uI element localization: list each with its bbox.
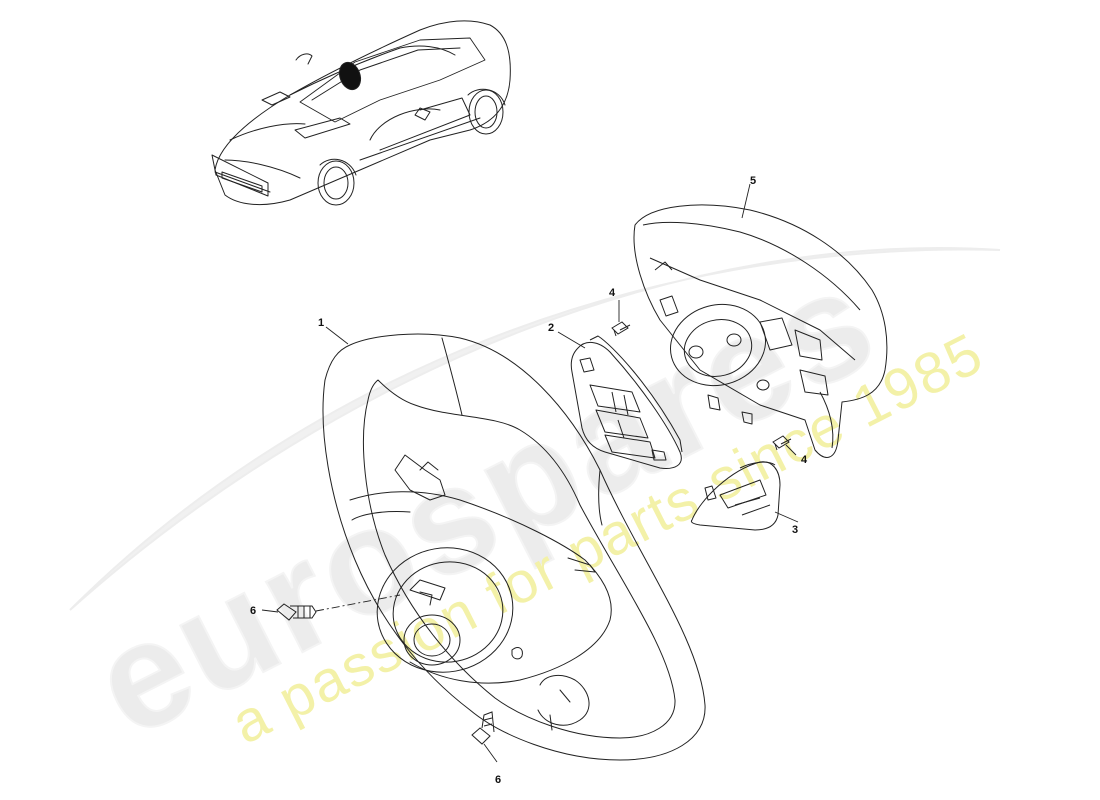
watermark-swoosh	[69, 247, 1001, 611]
car-illustration	[211, 20, 511, 206]
callout-2: 2	[548, 322, 554, 334]
callout-4-lower: 4	[801, 454, 808, 466]
bolt-6-left	[276, 603, 317, 621]
steering-wheel	[322, 333, 706, 761]
switch-cover-right	[690, 461, 781, 531]
bolt-6-lower	[471, 711, 495, 745]
switch-pack-left	[570, 335, 683, 469]
screw-4-lower	[772, 435, 792, 451]
callouts: 1 2 3 4 4 5 6 6	[250, 175, 808, 786]
airbag-module	[633, 204, 888, 458]
callout-5: 5	[750, 175, 756, 187]
callout-3: 3	[792, 524, 798, 536]
callout-1: 1	[318, 317, 324, 329]
screw-4-upper	[611, 321, 631, 337]
leader-lines	[261, 183, 799, 763]
callout-4-upper: 4	[609, 287, 616, 299]
callout-6-lower: 6	[495, 774, 501, 786]
watermark-brand: eurospares	[68, 233, 901, 768]
callout-6-left: 6	[250, 605, 256, 617]
watermark: eurospares a passion for parts since 198…	[67, 232, 1001, 770]
